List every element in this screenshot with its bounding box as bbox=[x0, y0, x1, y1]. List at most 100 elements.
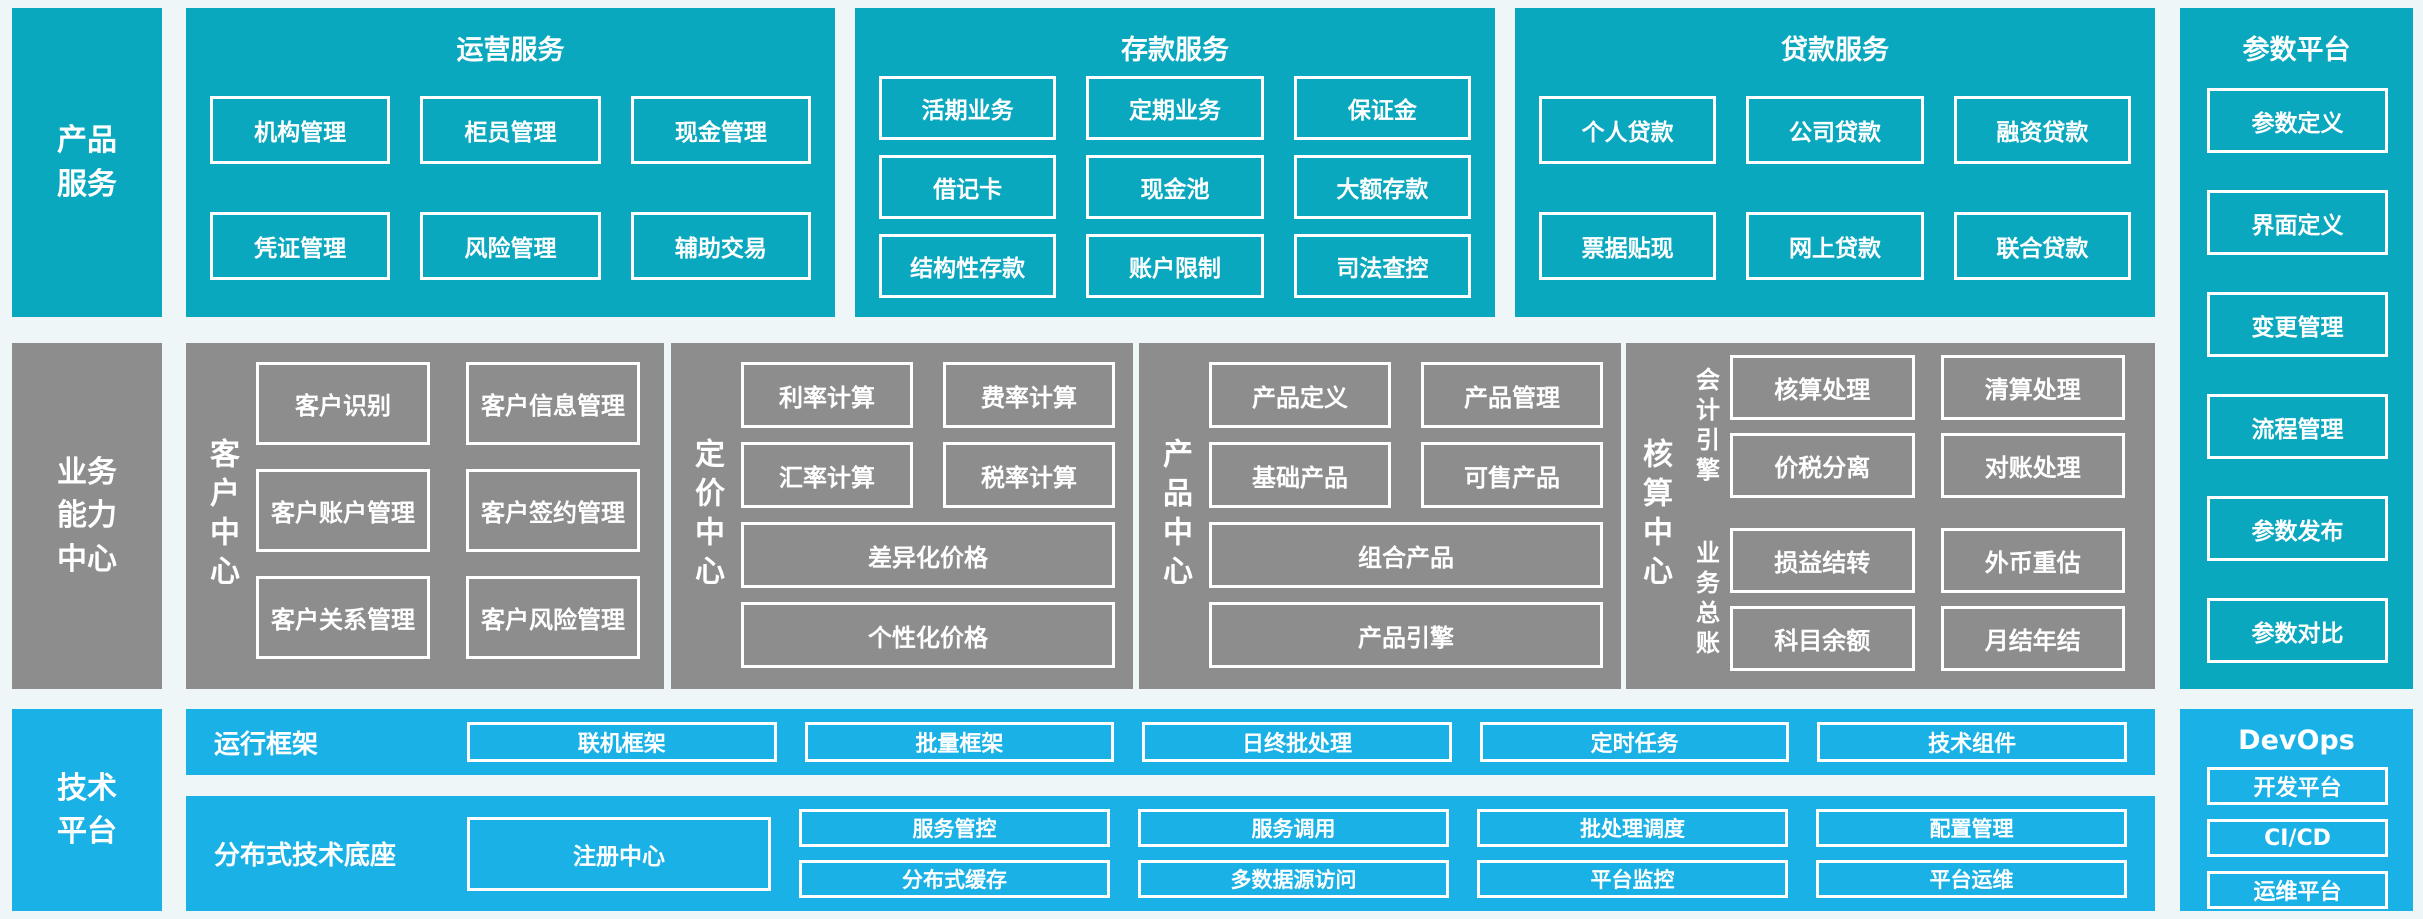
module-box: 外币重估 bbox=[1940, 528, 2125, 593]
section-product-center: 产品中心 产品定义 产品管理 基础产品 可售产品 组合产品 产品引擎 bbox=[1139, 343, 1621, 689]
product-center-label: 产品中心 bbox=[1139, 343, 1209, 689]
module-box: 平台运维 bbox=[1816, 860, 2127, 898]
module-box: 联机框架 bbox=[467, 722, 777, 762]
module-box: 对账处理 bbox=[1940, 433, 2125, 498]
module-box: 界面定义 bbox=[2207, 190, 2388, 255]
section-devops: DevOps 开发平台 CI/CD 运维平台 bbox=[2180, 709, 2413, 911]
section-customer-center: 客户中心 客户识别 客户信息管理 客户账户管理 客户签约管理 客户关系管理 客户… bbox=[186, 343, 664, 689]
module-box: 配置管理 bbox=[1816, 809, 2127, 847]
distributed-grid: 服务管控 服务调用 批处理调度 配置管理 分布式缓存 多数据源访问 平台监控 平… bbox=[799, 809, 2127, 898]
module-box: 定期业务 bbox=[1086, 76, 1264, 140]
module-box: 损益结转 bbox=[1730, 528, 1915, 593]
module-box: 税率计算 bbox=[943, 442, 1115, 508]
label-line: 平台 bbox=[57, 814, 117, 849]
module-box: 客户信息管理 bbox=[466, 362, 640, 445]
vertical-label: 客户中心 bbox=[204, 438, 239, 594]
section-accounting-center: 核算中心 会计引擎 核算处理 清算处理 价税分离 对账处理 业务总账 损益结转 … bbox=[1626, 343, 2155, 689]
module-box: 定时任务 bbox=[1479, 722, 1790, 762]
pricing-center-label: 定价中心 bbox=[671, 343, 741, 689]
business-ledger-label: 业务总账 bbox=[1682, 528, 1730, 671]
distributed-tech-base-label: 分布式技术底座 bbox=[214, 841, 397, 871]
module-box-registry-center: 注册中心 bbox=[467, 816, 771, 891]
label-line: 中心 bbox=[57, 541, 117, 577]
module-box: 公司贷款 bbox=[1746, 96, 1924, 164]
label-line: 产品 bbox=[57, 123, 117, 158]
module-box: 保证金 bbox=[1293, 76, 1471, 140]
devops-list: 开发平台 CI/CD 运维平台 bbox=[2207, 767, 2388, 909]
devops-title: DevOps bbox=[2238, 725, 2355, 756]
module-box: 开发平台 bbox=[2207, 767, 2388, 805]
module-box: 批量框架 bbox=[804, 722, 1115, 762]
module-box: 参数发布 bbox=[2207, 496, 2388, 561]
module-box: 服务调用 bbox=[1138, 809, 1449, 847]
module-box: 现金池 bbox=[1086, 155, 1264, 219]
module-box: 核算处理 bbox=[1730, 355, 1915, 420]
module-box: 借记卡 bbox=[879, 155, 1057, 219]
customer-grid: 客户识别 客户信息管理 客户账户管理 客户签约管理 客户关系管理 客户风险管理 bbox=[256, 362, 640, 689]
module-box: 柜员管理 bbox=[420, 96, 601, 164]
section-loan-services: 贷款服务 个人贷款 公司贷款 融资贷款 票据贴现 网上贷款 联合贷款 bbox=[1515, 8, 2155, 317]
section-deposit-services: 存款服务 活期业务 定期业务 保证金 借记卡 现金池 大额存款 结构性存款 账户… bbox=[855, 8, 1495, 317]
accounting-engine-group: 会计引擎 核算处理 清算处理 价税分离 对账处理 bbox=[1682, 355, 2125, 498]
module-box: 联合贷款 bbox=[1953, 212, 2131, 280]
module-box: 基础产品 bbox=[1209, 442, 1391, 508]
vertical-label: 会计引擎 bbox=[1691, 366, 1720, 487]
module-box: 活期业务 bbox=[879, 76, 1057, 140]
module-box: 运维平台 bbox=[2207, 871, 2388, 909]
label-line: 能力 bbox=[57, 498, 117, 534]
label-line: 服务 bbox=[57, 166, 117, 202]
label-line: 业务 bbox=[57, 454, 117, 490]
module-box: 汇率计算 bbox=[741, 442, 913, 508]
module-box: 变更管理 bbox=[2207, 292, 2388, 357]
module-box: 科目余额 bbox=[1730, 606, 1915, 671]
product-grid: 产品定义 产品管理 基础产品 可售产品 组合产品 产品引擎 bbox=[1209, 362, 1603, 689]
module-box: 结构性存款 bbox=[879, 234, 1057, 298]
loan-grid: 个人贷款 公司贷款 融资贷款 票据贴现 网上贷款 联合贷款 bbox=[1539, 96, 2131, 280]
module-box: 辅助交易 bbox=[630, 212, 811, 280]
customer-center-label: 客户中心 bbox=[186, 343, 256, 689]
module-box: 风险管理 bbox=[420, 212, 601, 280]
module-box: 客户账户管理 bbox=[256, 469, 430, 552]
module-box: 产品管理 bbox=[1421, 362, 1603, 428]
module-box: 服务管控 bbox=[799, 809, 1110, 847]
vertical-label: 产品中心 bbox=[1157, 438, 1192, 594]
section-pricing-center: 定价中心 利率计算 费率计算 汇率计算 税率计算 差异化价格 个性化价格 bbox=[671, 343, 1133, 689]
sidebar-technology-platform-label: 技术 平台 bbox=[57, 767, 117, 854]
operations-grid: 机构管理 柜员管理 现金管理 凭证管理 风险管理 辅助交易 bbox=[210, 96, 811, 280]
runtime-framework-label: 运行框架 bbox=[214, 729, 319, 760]
sidebar-product-services-label: 产品 服务 bbox=[57, 119, 117, 206]
sidebar-business-capability-center: 业务 能力 中心 bbox=[12, 343, 162, 689]
module-box: 技术组件 bbox=[1817, 722, 2127, 762]
module-box: 网上贷款 bbox=[1746, 212, 1924, 280]
module-box: 组合产品 bbox=[1209, 522, 1603, 588]
business-ledger-grid: 损益结转 外币重估 科目余额 月结年结 bbox=[1730, 528, 2125, 671]
module-box: 凭证管理 bbox=[210, 212, 391, 280]
module-box: 参数对比 bbox=[2207, 598, 2388, 663]
module-box: 票据贴现 bbox=[1539, 212, 1717, 280]
sidebar-business-capability-label: 业务 能力 中心 bbox=[57, 451, 117, 582]
module-box: 客户识别 bbox=[256, 362, 430, 445]
module-box: 日终批处理 bbox=[1142, 722, 1452, 762]
section-title-loan: 贷款服务 bbox=[1781, 35, 1889, 66]
module-box: 融资贷款 bbox=[1953, 96, 2131, 164]
module-box: 利率计算 bbox=[741, 362, 913, 428]
module-box: 清算处理 bbox=[1940, 355, 2125, 420]
module-box: 产品引擎 bbox=[1209, 602, 1603, 668]
accounting-center-label: 核算中心 bbox=[1626, 343, 1682, 689]
section-title-deposit: 存款服务 bbox=[1121, 35, 1229, 66]
module-box: 参数定义 bbox=[2207, 88, 2388, 153]
section-operations-services: 运营服务 机构管理 柜员管理 现金管理 凭证管理 风险管理 辅助交易 bbox=[186, 8, 835, 317]
module-box: 批处理调度 bbox=[1477, 809, 1788, 847]
section-runtime-framework: 运行框架 联机框架 批量框架 日终批处理 定时任务 技术组件 bbox=[186, 709, 2155, 775]
module-box: 产品定义 bbox=[1209, 362, 1391, 428]
module-box: 大额存款 bbox=[1293, 155, 1471, 219]
module-box: 客户关系管理 bbox=[256, 576, 430, 659]
module-box: 价税分离 bbox=[1730, 433, 1915, 498]
accounting-groups: 会计引擎 核算处理 清算处理 价税分离 对账处理 业务总账 损益结转 外币重估 … bbox=[1682, 355, 2125, 689]
label-line: 技术 bbox=[57, 770, 117, 806]
module-box: 账户限制 bbox=[1086, 234, 1264, 298]
module-box: 现金管理 bbox=[630, 96, 811, 164]
section-title-operations: 运营服务 bbox=[456, 35, 565, 66]
section-title-parameter-platform: 参数平台 bbox=[2242, 35, 2351, 66]
module-box: 流程管理 bbox=[2207, 394, 2388, 459]
